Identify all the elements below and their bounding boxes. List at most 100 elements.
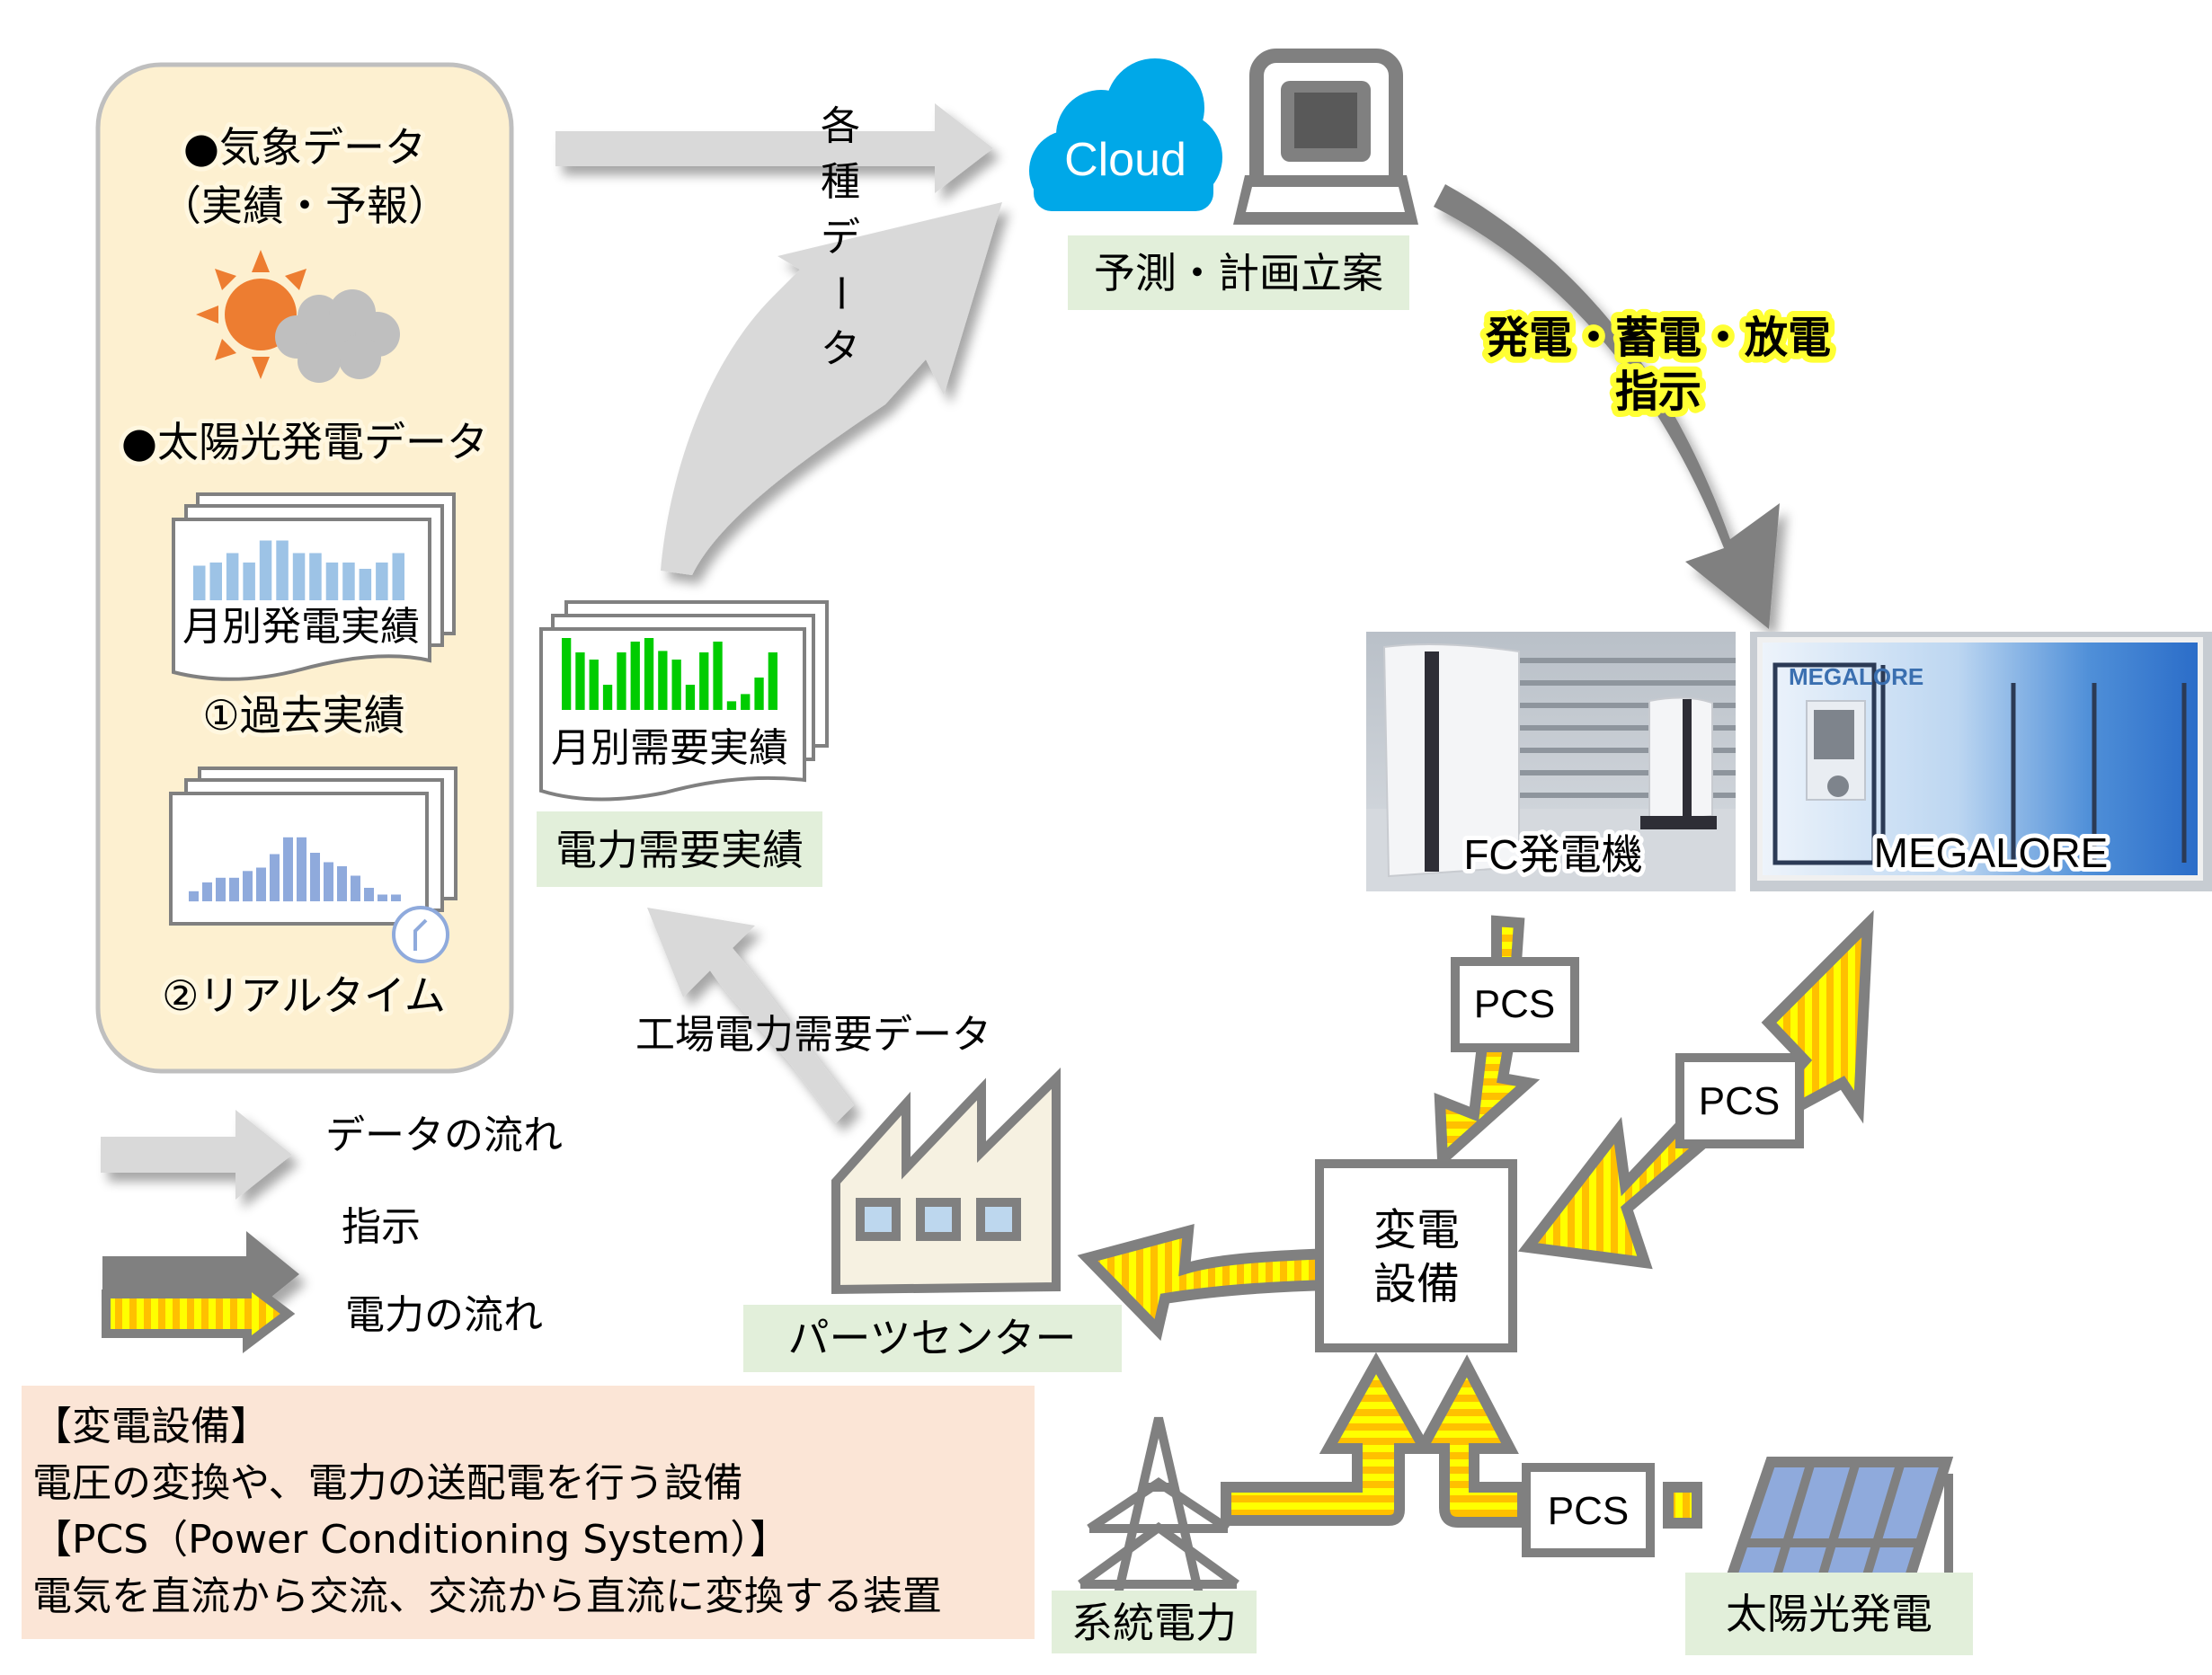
various-data-char: ー <box>817 273 863 313</box>
solar-power-label-text: 太陽光発電 <box>1726 1590 1932 1638</box>
bar <box>259 540 272 600</box>
bar <box>193 565 206 600</box>
bar <box>376 563 388 600</box>
power-demand-label: 電力需要実績 <box>537 811 822 887</box>
bar <box>699 652 709 710</box>
bar <box>391 894 401 901</box>
note-line-2: 電圧の変換や、電力の送配電を行う設備 <box>32 1460 743 1506</box>
cloud-shape-icon <box>1029 58 1222 211</box>
bar <box>283 837 293 902</box>
pcs-label-solar: PCS <box>1548 1489 1629 1533</box>
planning-label-text: 予測・計画立案 <box>1094 249 1383 297</box>
bar <box>216 877 226 902</box>
bar <box>209 563 222 600</box>
bar <box>658 651 668 710</box>
grid-power-label-text: 系統電力 <box>1071 1599 1237 1647</box>
weather-data-subtitle: （実績・予報） <box>160 182 449 230</box>
monthly-demand-bars <box>562 638 777 710</box>
various-data-char: 各 <box>821 103 860 149</box>
megalore-photo: MEGALORE MEGALORE <box>1750 632 2212 891</box>
monthly-demand-label: 月別需要実績 <box>551 725 788 771</box>
legend-item-data: データの流れ <box>101 1110 563 1200</box>
parts-center-label: パーツセンター <box>743 1305 1122 1372</box>
realtime-caption: ②リアルタイム <box>162 971 446 1020</box>
solar-data-title: ●太陽光発電データ <box>121 418 488 466</box>
bar <box>617 652 626 710</box>
fc-generator-label: FC発電機 <box>1463 831 1642 878</box>
legend-power-arrow-icon <box>102 1273 296 1354</box>
factory-demand-data-label: 工場電力需要データ <box>635 1012 991 1058</box>
bar <box>685 685 696 710</box>
various-data-char: 種 <box>821 159 860 205</box>
past-results-caption: ①過去実績 <box>202 691 404 740</box>
various-data-char: タ <box>821 326 860 372</box>
data-flow-arrows <box>555 103 1002 1123</box>
bar <box>671 660 681 710</box>
solar-to-transformer-arrow <box>1412 1354 1528 1528</box>
bar <box>256 867 266 901</box>
bar <box>202 882 212 901</box>
computer-icon <box>1233 49 1418 225</box>
cloud-service[interactable]: Cloud <box>1029 58 1222 211</box>
grid-to-transformer-arrow <box>1221 1352 1435 1526</box>
legend-data-label: データの流れ <box>325 1112 563 1158</box>
bar <box>243 563 255 600</box>
monthly-generation-document: 月別発電実績 <box>172 492 456 681</box>
solar-to-pcs-arrow <box>1663 1482 1702 1529</box>
bar <box>226 553 239 600</box>
bar <box>589 660 599 710</box>
legend-instruction-label: 指示 <box>342 1204 421 1250</box>
bar <box>310 853 320 901</box>
bar <box>229 877 239 902</box>
bar <box>342 563 355 600</box>
various-data-char: デ <box>821 215 860 261</box>
transformer-to-factory-arrow <box>1077 1223 1337 1342</box>
bar <box>351 875 360 901</box>
instruction-arrow <box>1434 184 1780 629</box>
cloud-label: Cloud <box>1064 134 1186 186</box>
legend: データの流れ 指示 電力の流れ <box>101 1110 563 1354</box>
weather-to-cloud-arrow <box>555 103 993 193</box>
bar <box>189 891 199 902</box>
note-line-1: 【変電設備】 <box>32 1404 270 1449</box>
bar <box>297 837 306 902</box>
clock-icon <box>392 906 449 963</box>
instruction-label-line2: 指示 <box>1615 367 1701 417</box>
definitions-note: 【変電設備】 電圧の変換や、電力の送配電を行う設備 【PCS（Power Con… <box>22 1386 1035 1639</box>
bar <box>630 642 640 710</box>
fc-generator-photo: FC発電機 <box>1366 632 1736 891</box>
solar-power-label: 太陽光発電 <box>1685 1573 1973 1655</box>
bar <box>726 701 737 710</box>
parts-center-label-text: パーツセンター <box>787 1314 1076 1362</box>
power-demand-label-text: 電力需要実績 <box>555 826 804 874</box>
instruction-label-line1: 発電・蓄電・放電 <box>1486 313 1831 363</box>
bar <box>325 563 339 600</box>
weather-data-title: ●気象データ <box>183 123 426 172</box>
bar <box>562 638 572 710</box>
bar <box>243 871 253 902</box>
factory-to-demand-arrow <box>647 908 854 1123</box>
pcs-box-solar: PCS <box>1522 1463 1655 1557</box>
fc-pcs-to-transformer-arrow <box>1434 1032 1541 1171</box>
grid-power-label: 系統電力 <box>1052 1591 1257 1653</box>
monthly-generation-label: 月別発電実績 <box>182 604 420 650</box>
bar <box>741 694 751 710</box>
demand-to-cloud-arrow <box>661 202 1002 575</box>
bar <box>575 652 585 710</box>
pcs-label-fc: PCS <box>1474 982 1555 1026</box>
bar <box>309 553 322 600</box>
factory-icon <box>831 1068 1061 1295</box>
bar <box>378 894 387 901</box>
realtime-document <box>169 767 458 963</box>
monthly-generation-bars <box>193 540 404 600</box>
bar <box>644 638 654 710</box>
bar <box>324 862 333 901</box>
note-line-4: 電気を直流から交流、交流から直流に変換する装置 <box>32 1573 942 1619</box>
realtime-bars <box>189 837 401 902</box>
bar <box>754 678 764 710</box>
transformer-label-line2: 設備 <box>1373 1259 1460 1309</box>
bar <box>602 685 613 710</box>
legend-power-label: 電力の流れ <box>345 1292 543 1338</box>
